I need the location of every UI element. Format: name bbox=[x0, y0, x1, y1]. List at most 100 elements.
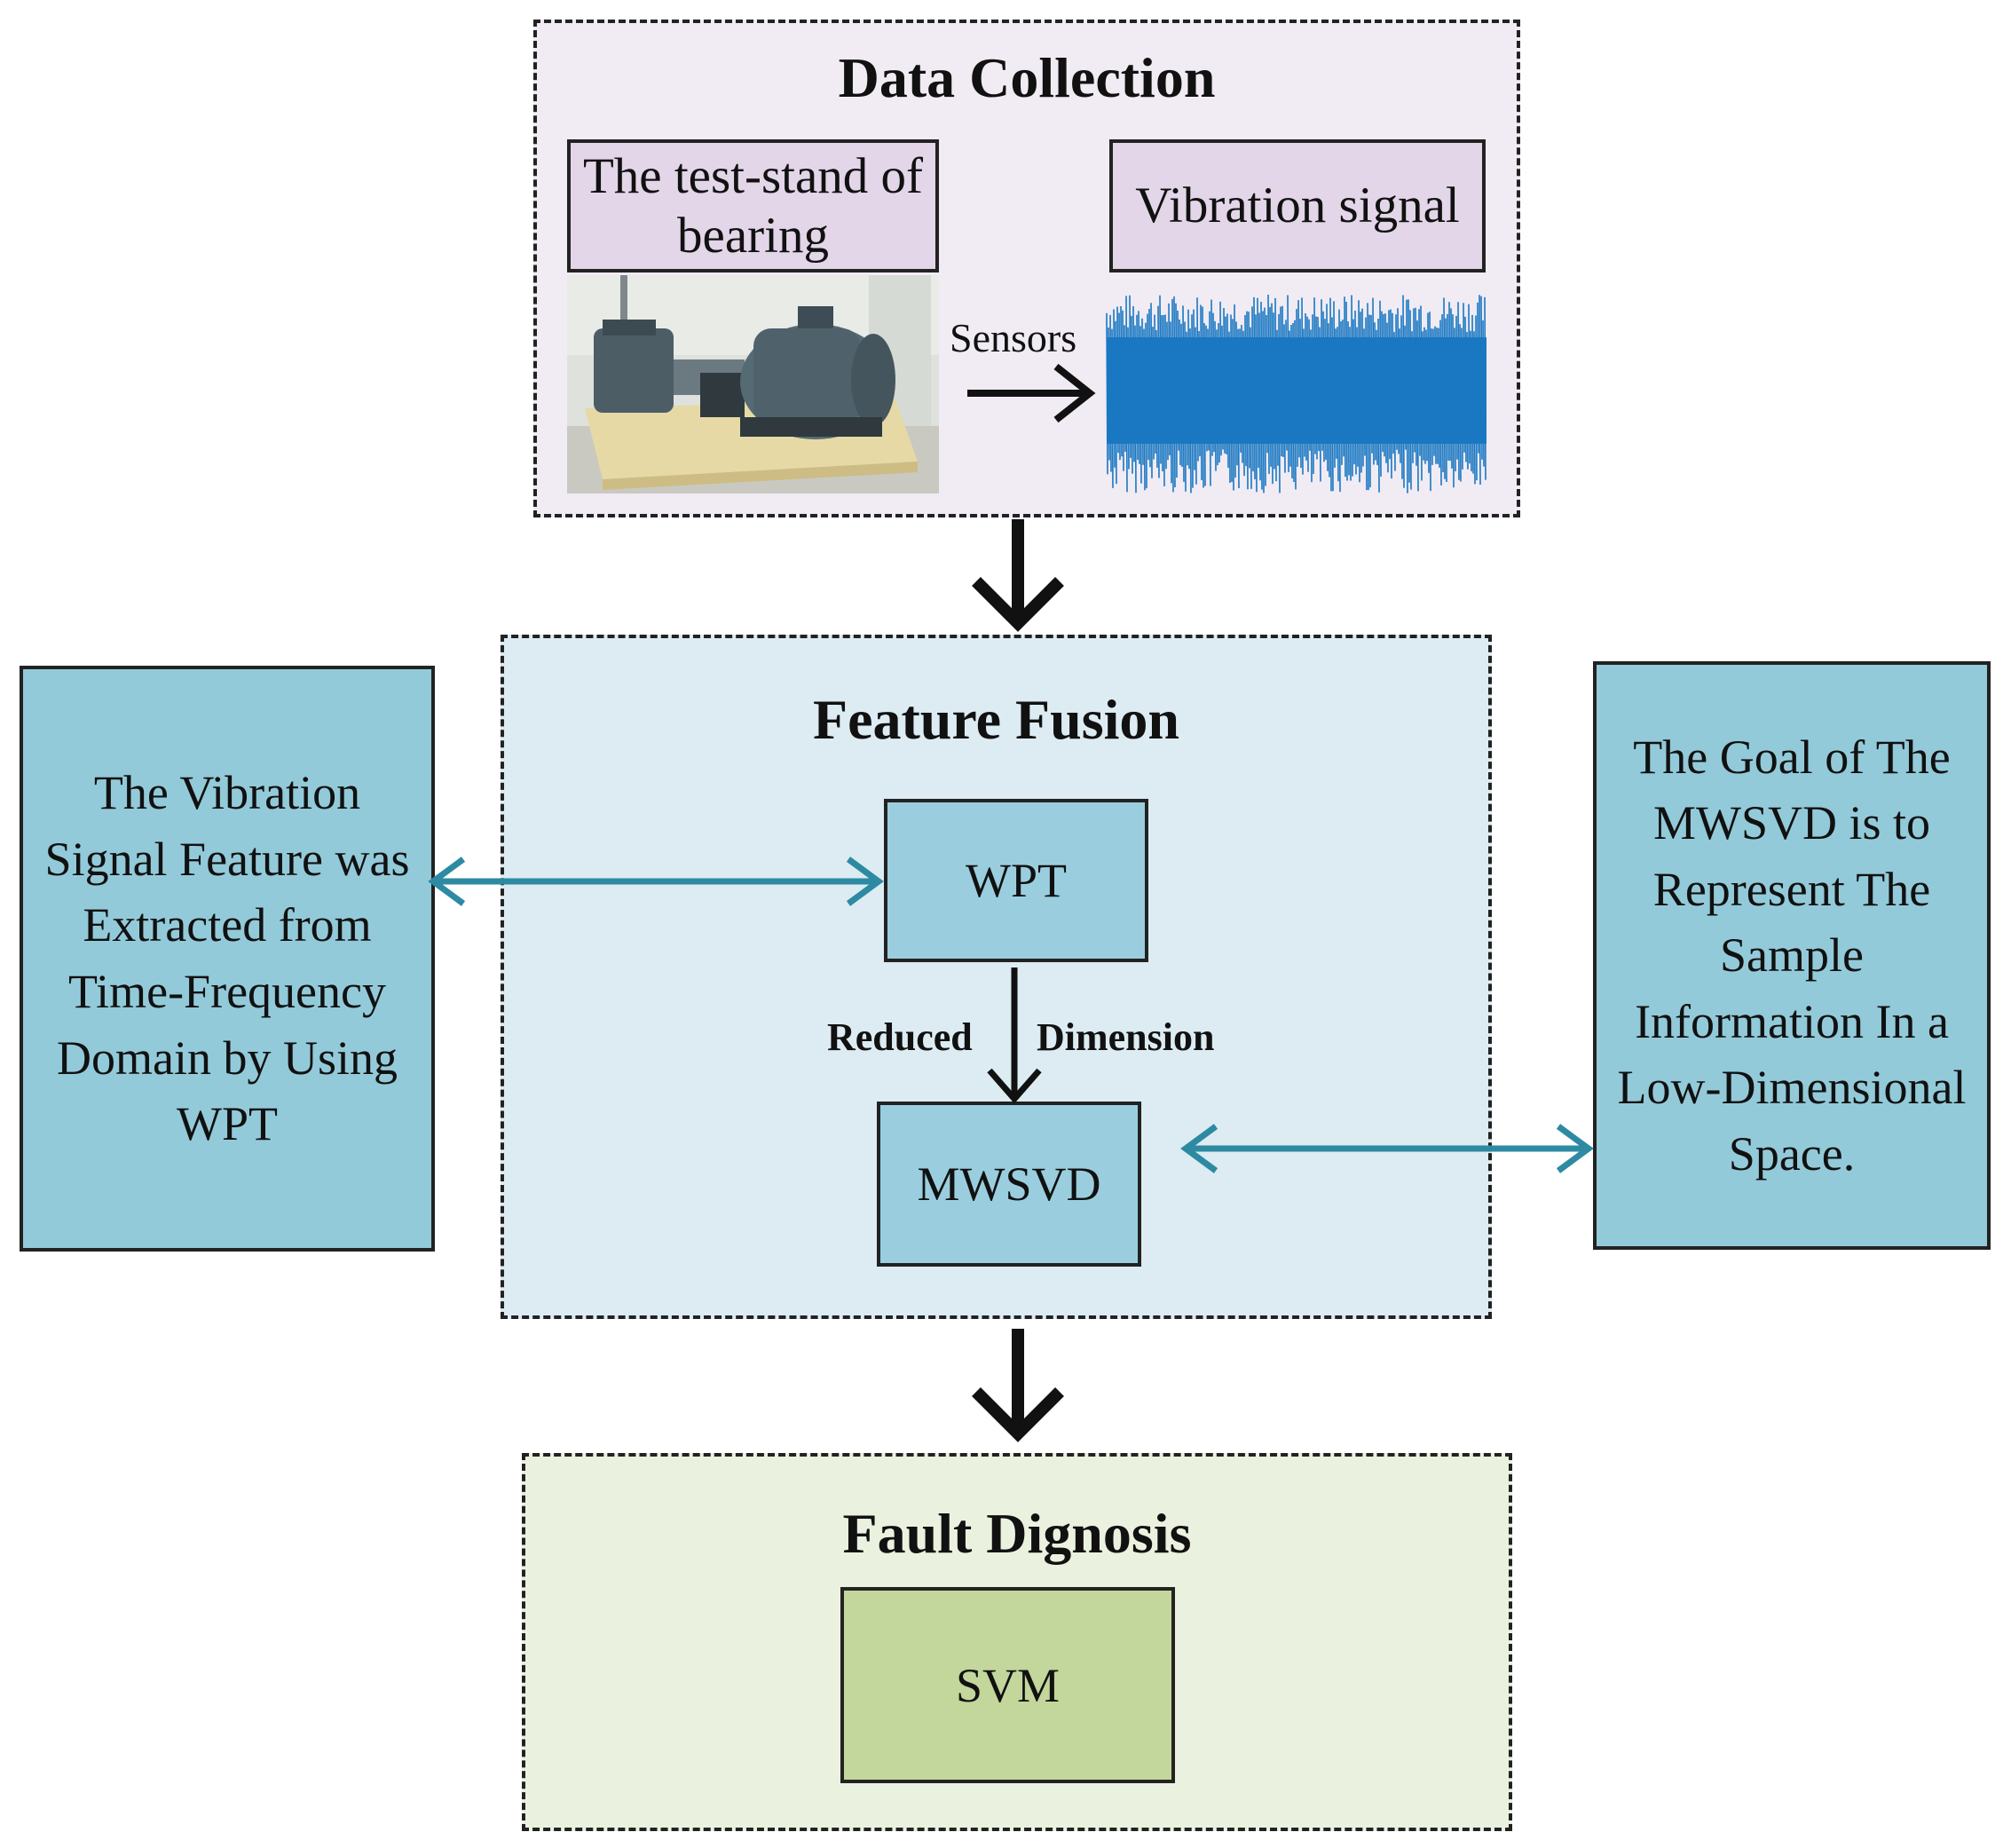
waveform-stroke bbox=[1203, 323, 1206, 486]
waveform-stroke bbox=[1333, 301, 1336, 468]
waveform-stroke bbox=[1361, 308, 1364, 467]
waveform-stroke bbox=[1175, 303, 1178, 478]
waveform-stroke bbox=[1427, 312, 1430, 473]
waveform-stroke bbox=[1321, 299, 1323, 451]
waveform-stroke bbox=[1482, 320, 1485, 467]
waveform-stroke bbox=[1187, 309, 1190, 470]
waveform-stroke bbox=[1214, 320, 1217, 471]
waveform-stroke bbox=[1113, 309, 1116, 468]
waveform-stroke bbox=[1125, 296, 1128, 493]
waveform-stroke bbox=[1159, 295, 1162, 464]
waveform-stroke bbox=[1402, 295, 1405, 488]
waveform-stroke bbox=[1423, 327, 1426, 464]
waveform-stroke bbox=[1180, 323, 1183, 467]
waveform-stroke bbox=[1432, 328, 1435, 456]
right-note-box: The Goal of The MWSVD is to Represent Th… bbox=[1593, 661, 1991, 1250]
waveform-stroke bbox=[1342, 320, 1345, 457]
waveform-stroke bbox=[1447, 313, 1449, 461]
waveform-stroke bbox=[1223, 308, 1226, 454]
waveform-stroke bbox=[1122, 310, 1124, 471]
waveform-stroke bbox=[1269, 306, 1272, 467]
waveform-stroke bbox=[1479, 295, 1481, 485]
waveform-stroke bbox=[1262, 311, 1265, 494]
waveform-stroke bbox=[1251, 306, 1254, 472]
waveform-stroke bbox=[1290, 325, 1293, 478]
waveform-stroke bbox=[1384, 313, 1387, 463]
waveform-stroke bbox=[1200, 304, 1203, 480]
test-stand-label: The test-stand of bearing bbox=[567, 139, 939, 272]
waveform-stroke bbox=[1230, 314, 1233, 483]
waveform-stroke bbox=[1264, 307, 1266, 486]
waveform-stroke bbox=[1466, 331, 1469, 470]
waveform-stroke bbox=[1326, 304, 1329, 471]
waveform-stroke bbox=[1191, 314, 1194, 488]
waveform-stroke bbox=[1445, 318, 1447, 483]
waveform-stroke bbox=[1390, 309, 1392, 479]
waveform-stroke bbox=[1484, 296, 1486, 480]
mwsvd-node: MWSVD bbox=[877, 1102, 1141, 1267]
waveform-stroke bbox=[1148, 308, 1151, 468]
wpt-node: WPT bbox=[884, 799, 1148, 962]
waveform-stroke bbox=[1210, 299, 1213, 456]
waveform-stroke bbox=[1127, 327, 1130, 470]
waveform-stroke bbox=[1310, 329, 1313, 483]
waveform-stroke bbox=[1303, 328, 1305, 457]
waveform-stroke bbox=[1452, 314, 1455, 488]
waveform-stroke bbox=[1345, 301, 1348, 481]
waveform-stroke bbox=[1266, 314, 1268, 454]
waveform-stroke bbox=[1171, 298, 1174, 493]
waveform-stroke bbox=[1157, 305, 1160, 478]
waveform-stroke bbox=[1260, 301, 1263, 490]
waveform-stroke bbox=[1347, 321, 1350, 476]
waveform-stroke bbox=[1287, 295, 1289, 472]
waveform-stroke bbox=[1297, 300, 1300, 458]
waveform-stroke bbox=[1443, 297, 1446, 479]
waveform-stroke bbox=[1177, 311, 1179, 451]
waveform-stroke bbox=[1161, 315, 1163, 471]
waveform-stroke bbox=[1216, 329, 1218, 466]
waveform-stroke bbox=[1258, 312, 1261, 481]
data-collection-title: Data Collection bbox=[838, 46, 1216, 109]
waveform-stroke bbox=[1418, 309, 1421, 456]
waveform-stroke bbox=[1395, 314, 1398, 450]
waveform-stroke bbox=[1182, 305, 1185, 482]
waveform-stroke bbox=[1164, 314, 1167, 470]
waveform-stroke bbox=[1283, 324, 1286, 473]
waveform-stroke bbox=[1439, 320, 1442, 486]
waveform-stroke bbox=[1212, 312, 1215, 453]
waveform-stroke bbox=[1281, 305, 1284, 457]
waveform-stroke bbox=[1319, 327, 1321, 482]
waveform-stroke bbox=[1237, 328, 1240, 489]
waveform-stroke bbox=[1301, 297, 1304, 475]
waveform-stroke bbox=[1118, 312, 1121, 461]
waveform-stroke bbox=[1368, 314, 1371, 488]
waveform-stroke bbox=[1120, 305, 1123, 457]
waveform-stroke bbox=[1306, 316, 1309, 472]
waveform-stroke bbox=[1235, 321, 1238, 466]
waveform-stroke bbox=[1448, 302, 1451, 462]
waveform-stroke bbox=[1193, 309, 1195, 470]
waveform-stroke bbox=[1431, 328, 1433, 465]
waveform-stroke bbox=[1205, 325, 1208, 452]
waveform-stroke bbox=[1250, 327, 1252, 489]
waveform-stroke bbox=[1292, 322, 1295, 483]
waveform-stroke bbox=[1138, 311, 1140, 464]
waveform-stroke bbox=[1196, 297, 1199, 462]
waveform-stroke bbox=[1163, 315, 1165, 486]
waveform-stroke bbox=[1116, 306, 1119, 454]
waveform-stroke bbox=[1365, 317, 1368, 491]
waveform-stroke bbox=[1455, 315, 1458, 460]
waveform-stroke bbox=[1441, 314, 1444, 473]
waveform-stroke bbox=[1189, 328, 1192, 494]
reduced-label: Reduced bbox=[827, 1015, 973, 1059]
sensors-label: Sensors bbox=[950, 315, 1077, 360]
waveform-stroke bbox=[1271, 303, 1274, 485]
waveform-stroke bbox=[1360, 312, 1362, 473]
waveform-stroke bbox=[1434, 326, 1437, 464]
waveform-stroke bbox=[1308, 319, 1311, 451]
waveform-stroke bbox=[1313, 297, 1316, 454]
waveform-stroke bbox=[1393, 331, 1396, 471]
waveform-stroke bbox=[1111, 328, 1114, 488]
waveform-stroke bbox=[1155, 329, 1158, 468]
waveform-stroke bbox=[1166, 321, 1169, 461]
